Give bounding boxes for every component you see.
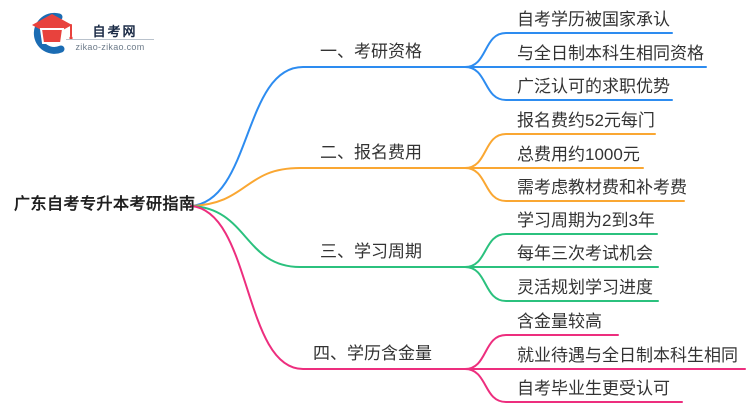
leaf-node: 每年三次考试机会 — [517, 244, 653, 263]
leaf-node: 学习周期为2到3年 — [517, 211, 655, 230]
root-node: 广东自考专升本考研指南 — [14, 196, 196, 213]
leaf-node: 需考虑教材费和补考费 — [517, 178, 687, 197]
leaf-node: 总费用约1000元 — [517, 145, 640, 164]
leaf-node: 与全日制本科生相同资格 — [517, 44, 704, 63]
leaf-node: 含金量较高 — [517, 312, 602, 331]
branch-node-2: 二、报名费用 — [320, 143, 422, 162]
logo-divider — [66, 39, 154, 40]
branch-node-3: 三、学习周期 — [320, 242, 422, 261]
branch-lines-3 — [190, 205, 659, 302]
branch-lines-4 — [190, 205, 746, 403]
leaf-node: 报名费约52元每门 — [517, 111, 655, 130]
leaf-node: 就业待遇与全日制本科生相同 — [517, 346, 738, 365]
leaf-node: 自考毕业生更受认可 — [517, 379, 670, 398]
leaf-node: 广泛认可的求职优势 — [517, 77, 670, 96]
site-logo: 自考网 zikao-zikao.com — [24, 8, 154, 60]
branch-node-1: 一、考研资格 — [320, 42, 422, 61]
branch-lines-2 — [190, 133, 685, 207]
leaf-node: 自考学历被国家承认 — [517, 10, 670, 29]
branch-lines-1 — [190, 32, 707, 207]
leaf-node: 灵活规划学习进度 — [517, 278, 653, 297]
graduation-cap-icon — [32, 12, 73, 54]
site-url: zikao-zikao.com — [75, 42, 145, 52]
site-name: 自考网 — [92, 24, 138, 39]
branch-node-4: 四、学历含金量 — [313, 344, 432, 363]
